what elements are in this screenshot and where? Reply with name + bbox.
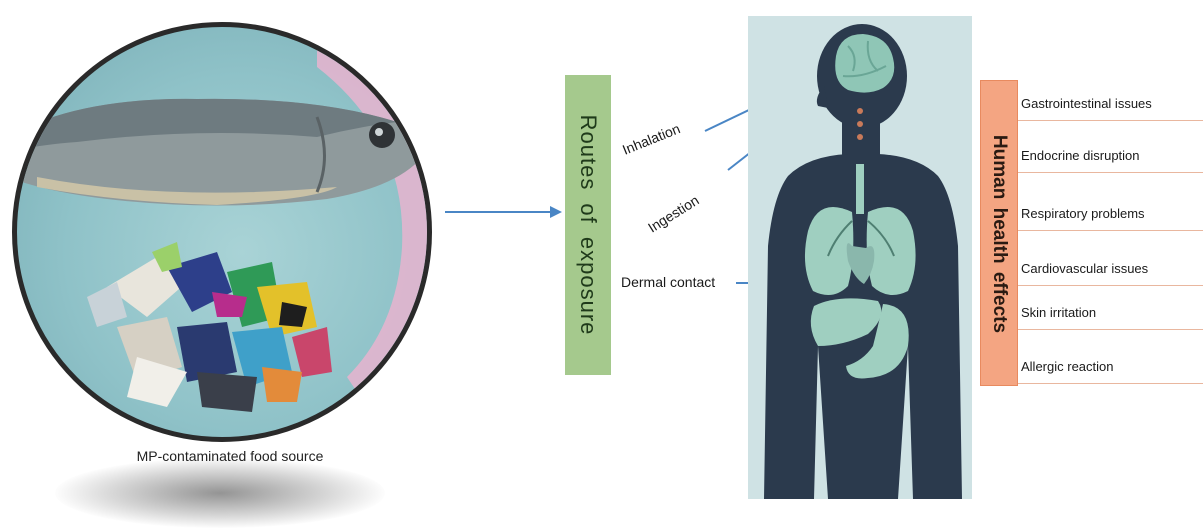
list-item-respiratory: Respiratory problems xyxy=(1018,197,1203,231)
list-item-endocrine: Endocrine disruption xyxy=(1018,139,1203,173)
human-body-silhouette xyxy=(748,16,972,499)
food-source-caption: MP-contaminated food source xyxy=(0,448,460,464)
arrow-food-to-routes xyxy=(440,202,565,222)
route-dermal-label: Dermal contact xyxy=(621,274,715,290)
human-health-effects-box: Human health effects xyxy=(980,80,1018,386)
routes-of-exposure-title: Routes of exposure xyxy=(565,75,611,375)
route-ingestion-label: Ingestion xyxy=(645,192,702,236)
human-health-effects-title: Human health effects xyxy=(980,81,1018,387)
plate-shadow xyxy=(55,458,385,528)
list-item-gastrointestinal: Gastrointestinal issues xyxy=(1018,87,1203,121)
food-source-image xyxy=(12,22,432,442)
fish-and-plastic-illustration xyxy=(17,27,432,442)
list-item-allergic-reaction: Allergic reaction xyxy=(1018,350,1203,384)
list-item-skin-irritation: Skin irritation xyxy=(1018,296,1203,330)
route-inhalation-label: Inhalation xyxy=(620,120,682,158)
list-item-cardiovascular: Cardiovascular issues xyxy=(1018,252,1203,286)
routes-of-exposure-box: Routes of exposure xyxy=(565,75,611,375)
